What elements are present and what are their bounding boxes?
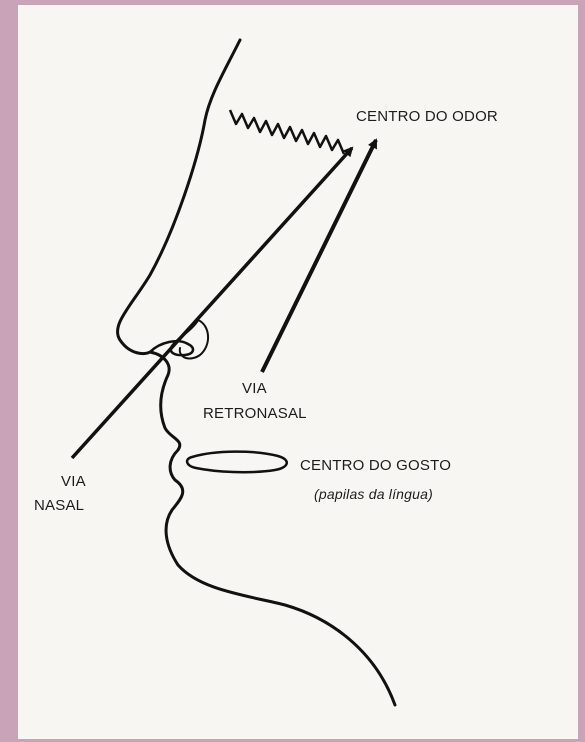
olfactory-receptor-zigzag (230, 110, 344, 154)
taste-papillae-label: (papilas da língua) (314, 487, 433, 501)
nasal-label-line2: NASAL (34, 498, 84, 513)
retronasal-pathway-arrow (262, 140, 376, 372)
retronasal-label-line1: VIA (242, 381, 267, 396)
taste-center-label: CENTRO DO GOSTO (300, 458, 451, 473)
face-profile-outline (117, 40, 395, 705)
tongue-shape (187, 452, 287, 473)
nasal-label-line1: VIA (61, 474, 86, 489)
odor-center-label: CENTRO DO ODOR (356, 109, 498, 124)
retronasal-label-line2: RETRONASAL (203, 406, 307, 421)
